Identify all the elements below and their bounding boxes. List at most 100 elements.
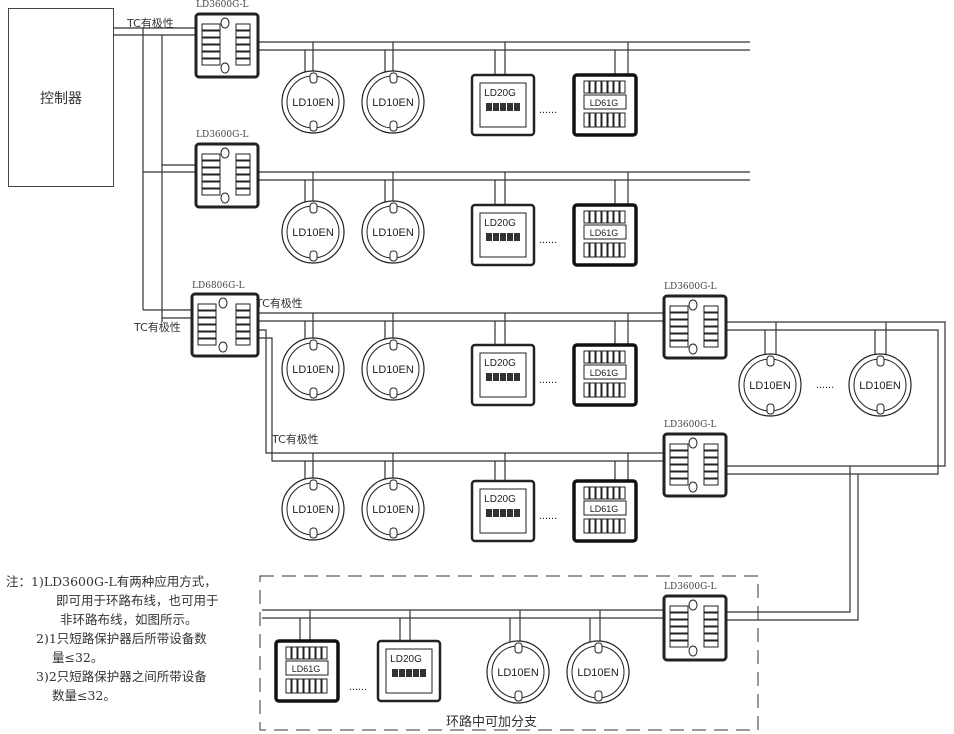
terminal — [197, 331, 217, 339]
ellipsis: ...... — [816, 379, 834, 391]
terminal — [309, 678, 316, 694]
terminal — [392, 669, 398, 677]
wire — [726, 329, 939, 475]
terminal — [285, 646, 292, 660]
terminal — [703, 333, 719, 341]
terminal — [703, 457, 719, 465]
terminal — [235, 174, 251, 182]
terminal — [493, 103, 499, 111]
isolator6-label: LD6806G-L — [192, 281, 245, 291]
terminal — [589, 112, 596, 128]
terminal — [589, 210, 596, 224]
terminal — [613, 382, 620, 398]
screw-icon — [688, 343, 698, 355]
module-ld20g: LD20G — [376, 639, 442, 703]
detector-label: LD10EN — [292, 97, 334, 109]
detector-ring — [361, 70, 425, 134]
terminal — [589, 80, 596, 94]
detector-ring — [361, 200, 425, 264]
detector-ld10en: LD10EN — [281, 337, 345, 401]
detector-label: LD10EN — [372, 504, 414, 516]
detector-ld10en: LD10EN — [361, 337, 425, 401]
module-ld20g: LD20G — [470, 203, 536, 267]
tc-label-row3: TC有极性 — [256, 297, 303, 310]
tc-label-left: TC有极性 — [134, 321, 181, 334]
detector-label: LD10EN — [292, 504, 334, 516]
detector-clip — [309, 120, 318, 132]
wire — [726, 321, 946, 467]
terminal — [514, 233, 520, 241]
terminal — [201, 153, 221, 161]
terminal — [669, 457, 689, 465]
module-inner — [479, 212, 527, 258]
terminal — [493, 233, 499, 241]
note-line: 即可用于环路布线，也可用于 — [56, 593, 219, 608]
module-label: LD61G — [590, 368, 619, 378]
terminal — [500, 373, 506, 381]
terminal — [583, 486, 590, 500]
wire — [258, 337, 664, 462]
module-ld61g: LD61G — [572, 73, 638, 137]
detector-clip — [514, 690, 523, 702]
terminal — [703, 319, 719, 327]
terminal — [235, 188, 251, 196]
wire — [258, 329, 664, 454]
isolator-label-2: LD3600G-L — [196, 130, 249, 140]
module-label-box — [285, 660, 329, 676]
terminal — [500, 233, 506, 241]
terminal — [583, 80, 590, 94]
terminal — [601, 486, 608, 500]
note-line: 2)1只短路保护器后所带设备数 — [36, 631, 207, 646]
terminal — [607, 350, 614, 364]
detector-clip — [389, 120, 398, 132]
terminal — [703, 478, 719, 486]
note-line: 3)2只短路保护器之间所带设备 — [36, 669, 207, 684]
terminal — [613, 350, 620, 364]
terminal — [601, 242, 608, 258]
terminal — [309, 646, 316, 660]
isolator-module — [662, 432, 728, 498]
terminal — [583, 242, 590, 258]
terminal — [619, 486, 626, 500]
terminal — [321, 678, 328, 694]
terminal — [201, 160, 221, 168]
terminal — [500, 103, 506, 111]
detector-label: LD10EN — [372, 227, 414, 239]
screw-icon — [218, 297, 228, 309]
terminal — [297, 678, 304, 694]
terminal — [595, 210, 602, 224]
terminal — [669, 450, 689, 458]
terminal — [703, 626, 719, 634]
terminal — [669, 333, 689, 341]
module-ld61g: LD61G — [572, 343, 638, 407]
terminal — [321, 646, 328, 660]
screw-icon — [688, 599, 698, 611]
terminal — [493, 509, 499, 517]
detector-ring — [361, 477, 425, 541]
controller-box: 控制器 — [8, 8, 114, 187]
terminal — [235, 167, 251, 175]
terminal — [235, 338, 251, 346]
screw-icon — [218, 341, 228, 353]
terminal — [607, 80, 614, 94]
detector-ld10en: LD10EN — [566, 640, 630, 704]
isolator-module — [194, 142, 260, 209]
branch-label: 环路中可加分支 — [446, 715, 538, 730]
detector-clip — [594, 690, 603, 702]
detector-ring — [361, 337, 425, 401]
isolator-label-3: LD3600G-L — [664, 282, 717, 292]
detector-clip — [389, 527, 398, 539]
terminal — [589, 486, 596, 500]
note-line: 数量≤32。 — [52, 688, 116, 703]
detector-ring — [281, 477, 345, 541]
terminal — [613, 80, 620, 94]
detector-clip — [309, 479, 318, 491]
detector-clip — [389, 387, 398, 399]
ellipsis: ...... — [539, 104, 557, 116]
module-ld20g: LD20G — [470, 343, 536, 407]
screw-icon — [688, 299, 698, 311]
terminal — [514, 509, 520, 517]
detector-ring — [738, 353, 802, 417]
terminal — [235, 23, 251, 31]
